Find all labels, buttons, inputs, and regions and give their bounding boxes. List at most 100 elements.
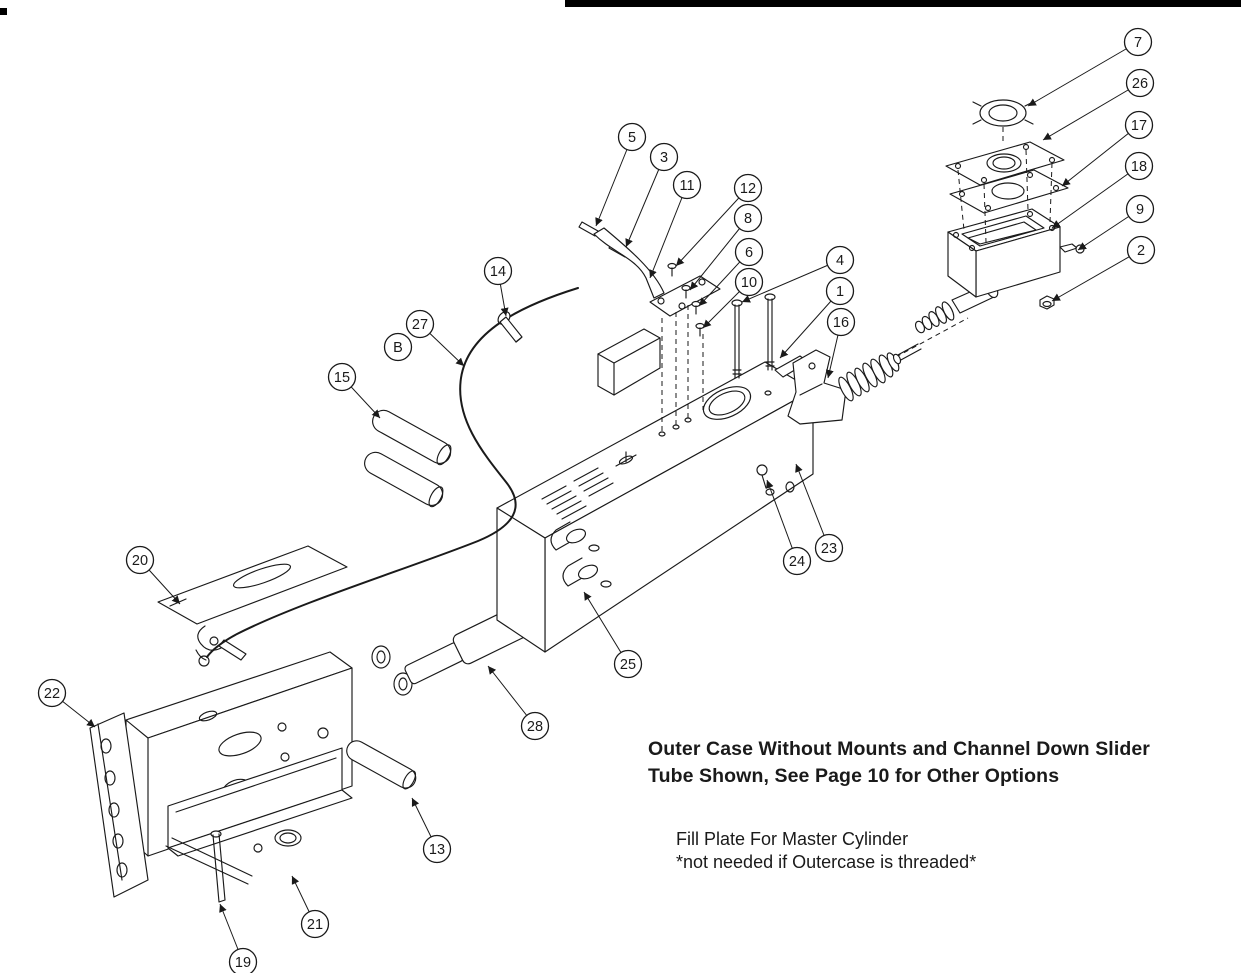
leader-line-8 <box>689 217 749 291</box>
balloon-5 <box>617 122 647 152</box>
balloon-label-9: 9 <box>1136 202 1144 218</box>
retainer-pin <box>210 830 226 903</box>
balloon-21 <box>300 909 330 939</box>
balloon-label-19: 19 <box>235 955 251 971</box>
balloon-label-5: 5 <box>628 130 636 146</box>
balloon-2 <box>1126 235 1156 265</box>
balloon-label-20: 20 <box>132 553 148 569</box>
callout-7: 7 <box>1027 27 1153 107</box>
balloon-label-26: 26 <box>1132 76 1148 92</box>
callout-19: 19 <box>219 903 258 973</box>
balloon-label-23: 23 <box>821 541 837 557</box>
balloon-label-25: 25 <box>620 657 636 673</box>
vent-slots <box>541 467 614 520</box>
leader-line-2 <box>1051 249 1142 302</box>
balloon-26 <box>1125 68 1155 98</box>
balloon-15 <box>327 362 357 392</box>
outer-case <box>496 328 814 653</box>
balloon-24 <box>782 546 812 576</box>
roller-pin-15b <box>364 451 444 508</box>
balloon-17 <box>1124 110 1154 140</box>
balloon-label-16: 16 <box>833 315 849 331</box>
roller-pin-13 <box>346 740 417 790</box>
callout-20: 20 <box>125 545 181 605</box>
balloon-19 <box>228 947 258 973</box>
balloon-label-11: 11 <box>679 178 694 194</box>
leader-line-5 <box>595 136 633 227</box>
u-bolt-clips <box>550 521 612 588</box>
balloon-label-21: 21 <box>307 917 323 933</box>
balloon-label-17: 17 <box>1131 118 1147 134</box>
balloon-label-18: 18 <box>1131 159 1147 175</box>
callout-1: 1 <box>779 276 855 359</box>
leader-line-17 <box>1061 124 1140 187</box>
balloon-label-24: 24 <box>789 554 805 570</box>
breakaway-cable <box>198 287 579 667</box>
callout-26: 26 <box>1042 68 1155 141</box>
balloon-label-10: 10 <box>741 275 757 291</box>
leader-line-7 <box>1027 41 1139 107</box>
balloon-label-15: 15 <box>334 370 350 386</box>
callout-18: 18 <box>1051 151 1154 229</box>
actuator-lever-assembly <box>578 221 776 437</box>
long-bolt-b <box>764 293 776 371</box>
balloon-label-3: 3 <box>660 150 668 166</box>
balloon-label-14: 14 <box>490 264 506 280</box>
balloon-20 <box>125 545 155 575</box>
leader-line-4 <box>741 259 841 303</box>
fill-plate-note-line2: *not needed if Outercase is threaded* <box>676 852 977 873</box>
callout-2: 2 <box>1051 235 1156 302</box>
master-cylinder-cap <box>972 99 1034 142</box>
slider-lid-plate <box>157 545 348 661</box>
balloon-1 <box>825 276 855 306</box>
balloon-label-B: B <box>393 340 403 356</box>
leader-line-11 <box>649 184 688 279</box>
balloon-12 <box>733 173 763 203</box>
case-bolt <box>756 464 795 496</box>
balloon-3 <box>649 142 679 172</box>
balloon-label-8: 8 <box>744 211 752 227</box>
outer-case-note-line2: Tube Shown, See Page 10 for Other Option… <box>648 765 1060 788</box>
balloon-13 <box>422 834 452 864</box>
callout-14: 14 <box>483 256 513 317</box>
callout-15: 15 <box>327 362 381 419</box>
leader-line-24 <box>766 479 798 562</box>
balloon-label-12: 12 <box>740 181 756 197</box>
balloon-label-7: 7 <box>1134 35 1142 51</box>
callout-6: 6 <box>698 237 764 307</box>
callout-27: 27 <box>405 309 465 367</box>
leader-line-1 <box>779 290 841 359</box>
coupler-latch-lever <box>774 349 847 425</box>
balloon-11 <box>672 170 702 200</box>
balloon-14 <box>483 256 513 286</box>
leader-line-26 <box>1042 82 1141 141</box>
balloon-25 <box>613 649 643 679</box>
fill-plate-note: Fill Plate For Master Cylinder *not need… <box>676 828 976 875</box>
page-edge-mark <box>0 8 7 15</box>
balloon-label-27: 27 <box>412 317 428 333</box>
callout-B: B <box>383 332 413 362</box>
callout-28: 28 <box>487 665 550 741</box>
balloon-27 <box>405 309 435 339</box>
callout-4: 4 <box>741 245 855 303</box>
fill-plate <box>945 141 1065 186</box>
long-bolt-a <box>731 299 743 379</box>
balloon-28 <box>520 711 550 741</box>
leader-line-12 <box>675 187 749 267</box>
callout-8: 8 <box>689 203 763 291</box>
reservoir-box <box>947 208 1085 310</box>
balloon-7 <box>1123 27 1153 57</box>
balloon-22 <box>37 678 67 708</box>
inner-slide-channel <box>89 651 417 903</box>
balloon-label-13: 13 <box>429 842 445 858</box>
roll-pin-5 <box>578 221 599 237</box>
callout-22: 22 <box>37 678 96 728</box>
balloon-16 <box>826 307 856 337</box>
balloon-label-22: 22 <box>44 686 60 702</box>
balloon-label-2: 2 <box>1137 243 1145 259</box>
balloon-23 <box>814 533 844 563</box>
leader-line-18 <box>1051 165 1140 229</box>
clevis-pin <box>497 311 523 343</box>
